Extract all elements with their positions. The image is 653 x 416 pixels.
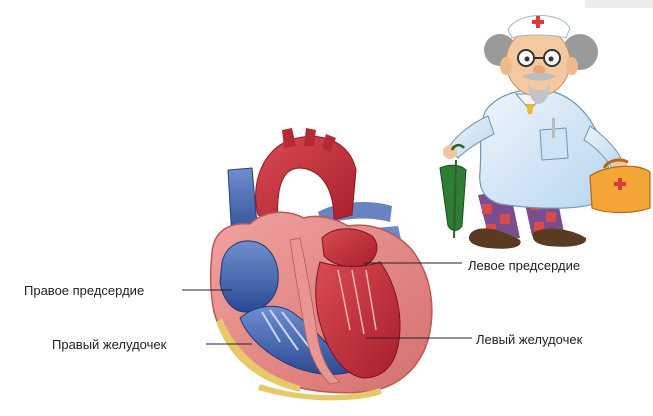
right-shoe — [533, 229, 586, 247]
label-left-atrium: Левое предсердие — [468, 258, 580, 274]
doctor-head — [484, 15, 598, 104]
label-right-atrium: Правое предсердие — [24, 283, 144, 299]
label-right-ventricle: Правый желудочек — [52, 337, 166, 353]
doctor-illustration — [440, 15, 650, 248]
umbrella-icon — [440, 145, 466, 238]
right-atrium — [220, 241, 278, 312]
heart — [211, 128, 432, 400]
left-atrium — [322, 229, 377, 267]
label-left-ventricle: Левый желудочек — [476, 332, 582, 348]
aorta — [256, 137, 356, 222]
